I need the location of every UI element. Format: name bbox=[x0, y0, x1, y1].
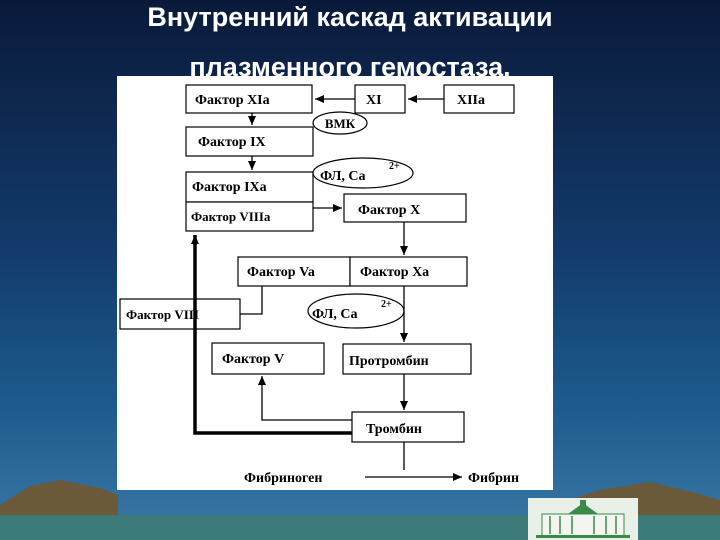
factor-ix-label: Фактор IX bbox=[198, 135, 266, 150]
factor-x-label: Фактор X bbox=[358, 203, 420, 218]
factor-viii-label: Фактор VIII bbox=[126, 307, 199, 322]
slide-title-line-1: Внутренний каскад активации bbox=[147, 2, 553, 32]
factor-ixa-label: Фактор IXa bbox=[192, 180, 267, 195]
factor-viiia-box bbox=[185, 201, 314, 232]
xiia-label: XIIa bbox=[457, 93, 485, 108]
factor-v-box bbox=[211, 342, 325, 375]
prothrombin-box bbox=[342, 343, 472, 375]
factor-va-label: Фактор Va bbox=[247, 265, 315, 280]
factor-ix-box bbox=[185, 126, 314, 157]
factor-va-box bbox=[237, 256, 351, 287]
thrombin-box bbox=[351, 411, 465, 443]
fl-ca-sup-1: 2+ bbox=[389, 161, 400, 172]
prothrombin-label: Протромбин bbox=[349, 354, 429, 369]
factor-xa-label: Фактор Xa bbox=[360, 265, 429, 280]
line-viii-to-va-area bbox=[240, 286, 263, 315]
factor-x-box bbox=[343, 193, 467, 223]
vmk-ellipse bbox=[312, 111, 368, 135]
factor-xia-label: Фактор XIa bbox=[195, 93, 270, 108]
vmk-label: ВМК bbox=[325, 116, 356, 131]
fl-ca-label-1: ФЛ, Ca bbox=[320, 169, 366, 184]
thrombin-label: Тромбин bbox=[366, 422, 422, 437]
factor-v-label: Фактор V bbox=[222, 352, 284, 367]
fl-ca-sup-2: 2+ bbox=[381, 299, 392, 310]
factor-xa-box bbox=[349, 256, 468, 287]
fibrin-label: Фибрин bbox=[468, 471, 519, 486]
xi-label: XI bbox=[366, 93, 382, 108]
factor-xia-box bbox=[185, 84, 313, 114]
building-logo bbox=[528, 498, 638, 540]
factor-viiia-label: Фактор VIIIa bbox=[191, 209, 271, 224]
arrow-thrombin-to-factor-v bbox=[258, 376, 352, 421]
factor-viii-box bbox=[119, 298, 241, 330]
fibrinogen-label: Фибриноген bbox=[244, 471, 322, 486]
fl-ca-ellipse-1 bbox=[312, 157, 414, 189]
fl-ca-label-2: ФЛ, Ca bbox=[312, 307, 358, 322]
arrow-thrombin-feedback-to-viiia bbox=[191, 235, 352, 435]
